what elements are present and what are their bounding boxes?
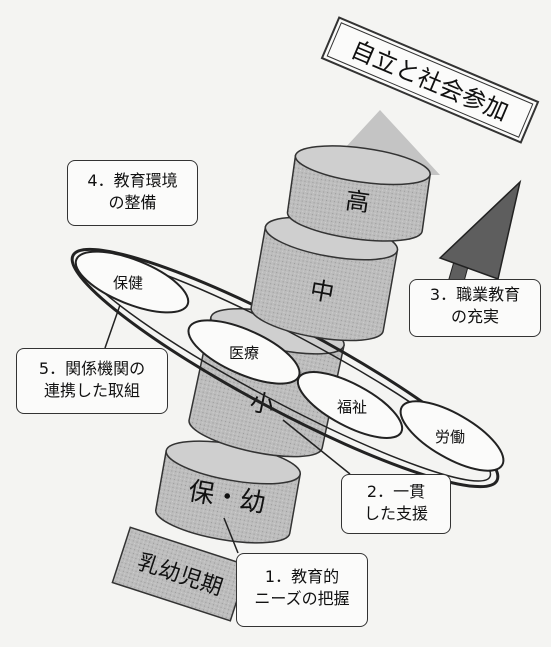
agency-oval-welfare: 福祉: [296, 371, 404, 439]
callout-4-line-1: 4．教育環境: [87, 171, 178, 190]
leader-lines: [104, 304, 351, 554]
callout-4-line-2: の整備: [108, 193, 157, 212]
callout-3-line-1: 3．職業教育: [429, 285, 521, 304]
callout-5-line-1: 5．関係機関の: [38, 359, 146, 378]
callout-5: 5．関係機関の 連携した取組: [16, 348, 168, 414]
agency-label-medical: 医療: [229, 344, 259, 362]
callout-2-line-2: した支援: [363, 504, 428, 523]
stage-middle: 中: [250, 216, 399, 342]
agency-label-labor: 労働: [435, 428, 465, 446]
callout-5-line-2: 連携した取組: [43, 381, 140, 400]
callout-1: 1．教育的 ニーズの把握: [236, 553, 368, 627]
agency-oval-health: 保健: [74, 250, 190, 314]
stage-high-label: 高: [344, 186, 372, 217]
callout-4: 4．教育環境 の整備: [67, 160, 198, 226]
stage-high: 高: [286, 145, 431, 242]
banner-box: 自立と社会参加: [320, 16, 540, 144]
callout-3-line-2: の充実: [450, 307, 499, 326]
callout-2-line-1: 2．一貫: [366, 482, 426, 501]
stage-middle-label: 中: [308, 276, 336, 308]
agency-oval-medical: 医療: [187, 319, 301, 385]
infancy-block: 乳幼児期: [111, 526, 250, 622]
stage-preschool: 保・幼: [155, 440, 302, 544]
callout-3: 3．職業教育 の充実: [409, 279, 541, 337]
callout-1-line-1: 1．教育的: [264, 567, 340, 586]
callout-1-line-2: ニーズの把握: [254, 589, 350, 608]
callout-2: 2．一貫 した支援: [341, 474, 451, 534]
agency-label-welfare: 福祉: [337, 398, 367, 416]
agency-oval-labor: 労働: [399, 400, 505, 472]
agency-label-health: 保健: [113, 274, 143, 292]
